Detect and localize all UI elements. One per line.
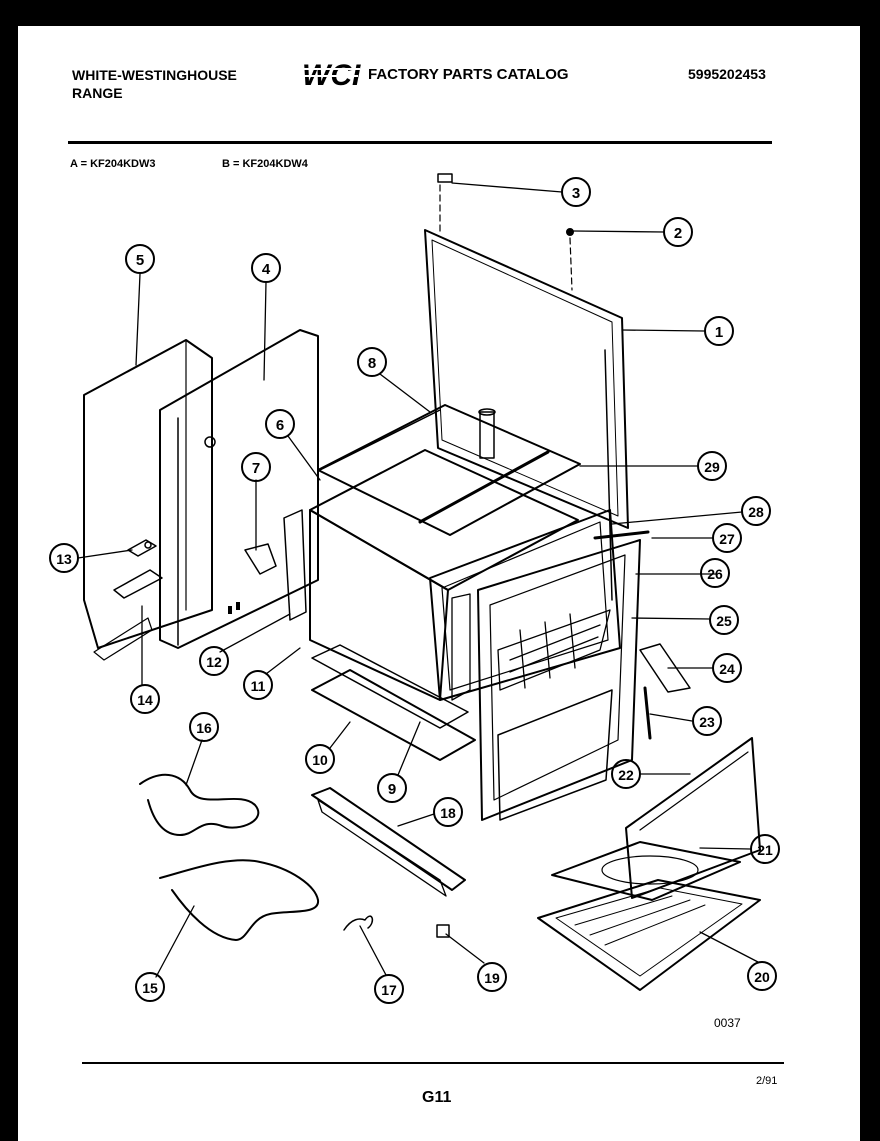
part-screw-2 [566, 228, 574, 236]
callout-17: 17 [374, 974, 404, 1004]
part-23-rod [643, 686, 652, 740]
callout-18: 18 [433, 797, 463, 827]
part-oven-top [317, 404, 581, 536]
brand-block: WHITE-WESTINGHOUSE RANGE [72, 66, 237, 102]
wci-logo: WCI [302, 59, 361, 92]
callout-29: 29 [697, 451, 727, 481]
part-oven-liner [283, 409, 579, 701]
svg-text:9: 9 [388, 781, 396, 798]
svg-text:11: 11 [251, 678, 266, 694]
callout-11: 11 [243, 670, 273, 700]
callout-26: 26 [700, 558, 730, 588]
part-24-bracket [639, 643, 691, 693]
svg-text:2: 2 [674, 225, 682, 242]
callout-1: 1 [704, 316, 734, 346]
product-type: RANGE [72, 85, 123, 101]
part-7-bracket [244, 543, 277, 575]
svg-text:6: 6 [276, 417, 284, 434]
svg-text:15: 15 [142, 980, 158, 996]
part-screw-3 [437, 173, 453, 183]
callout-27: 27 [712, 523, 742, 553]
callout-7: 7 [241, 452, 271, 482]
callout-23: 23 [692, 706, 722, 736]
part-door-window [497, 689, 613, 821]
svg-text:3: 3 [572, 185, 580, 202]
callout-25: 25 [709, 605, 739, 635]
part-18-trim [311, 787, 466, 897]
svg-text:29: 29 [704, 459, 720, 475]
callout-24: 24 [712, 653, 742, 683]
svg-text:19: 19 [484, 970, 500, 986]
callout-16: 16 [189, 712, 219, 742]
part-13-clip [127, 539, 157, 557]
callout-leaders [77, 182, 759, 978]
catalog-page [18, 26, 860, 1141]
part-17-clip [343, 915, 374, 931]
svg-text:25: 25 [716, 613, 732, 629]
callout-4: 4 [251, 253, 281, 283]
svg-text:12: 12 [206, 654, 222, 670]
svg-text:8: 8 [368, 355, 376, 372]
part-bake-element-15 [159, 859, 319, 941]
callout-15: 15 [135, 972, 165, 1002]
part-broil-element-16 [139, 773, 260, 836]
svg-text:10: 10 [312, 752, 328, 768]
model-b-label: B = KF204KDW4 [222, 158, 308, 170]
brand-name: WHITE-WESTINGHOUSE [72, 67, 237, 83]
svg-text:7: 7 [252, 460, 260, 477]
svg-text:26: 26 [707, 566, 723, 582]
callout-22: 22 [611, 759, 641, 789]
svg-text:24: 24 [719, 661, 735, 677]
catalog-title: FACTORY PARTS CATALOG [368, 66, 569, 83]
callout-19: 19 [477, 962, 507, 992]
part-side-panel-4 [159, 329, 319, 649]
part-oven-racks [451, 593, 611, 701]
svg-text:4: 4 [262, 261, 271, 278]
part-broiler-grid-20 [537, 879, 761, 991]
svg-text:1: 1 [715, 324, 723, 341]
svg-text:21: 21 [757, 842, 773, 858]
callout-20: 20 [747, 961, 777, 991]
part-drawer-front-22 [625, 737, 761, 899]
callout-21: 21 [750, 834, 780, 864]
svg-text:13: 13 [56, 551, 72, 567]
header-divider [68, 141, 772, 144]
diagram-code: 0037 [714, 1016, 741, 1030]
part-side-panel-5 [83, 339, 213, 661]
part-oven-front-frame [429, 509, 650, 821]
callout-6: 6 [265, 409, 295, 439]
svg-text:20: 20 [754, 969, 770, 985]
callout-5: 5 [125, 244, 155, 274]
part-back-panel [424, 184, 629, 601]
part-14-bracket [113, 569, 163, 599]
callout-2: 2 [663, 217, 693, 247]
callout-14: 14 [130, 684, 160, 714]
callout-13: 13 [49, 543, 79, 573]
svg-text:18: 18 [440, 805, 456, 821]
callout-28: 28 [741, 496, 771, 526]
svg-text:14: 14 [137, 692, 153, 708]
issue-date: 2/91 [756, 1075, 778, 1087]
svg-text:28: 28 [748, 504, 764, 520]
svg-text:23: 23 [699, 714, 715, 730]
callout-10: 10 [305, 744, 335, 774]
part-19-foot [436, 924, 450, 938]
svg-text:5: 5 [136, 252, 144, 269]
callout-9: 9 [377, 773, 407, 803]
page-number: G11 [422, 1089, 452, 1106]
part-bottom-tray [311, 644, 476, 761]
model-a-label: A = KF204KDW3 [70, 158, 156, 170]
svg-text:22: 22 [618, 767, 634, 783]
callout-8: 8 [357, 347, 387, 377]
svg-text:17: 17 [381, 982, 397, 998]
svg-text:16: 16 [196, 720, 212, 736]
footer-divider [82, 1062, 784, 1064]
svg-text:27: 27 [719, 531, 735, 547]
callout-3: 3 [561, 177, 591, 207]
catalog-number: 5995202453 [688, 66, 766, 82]
callout-12: 12 [199, 646, 229, 676]
